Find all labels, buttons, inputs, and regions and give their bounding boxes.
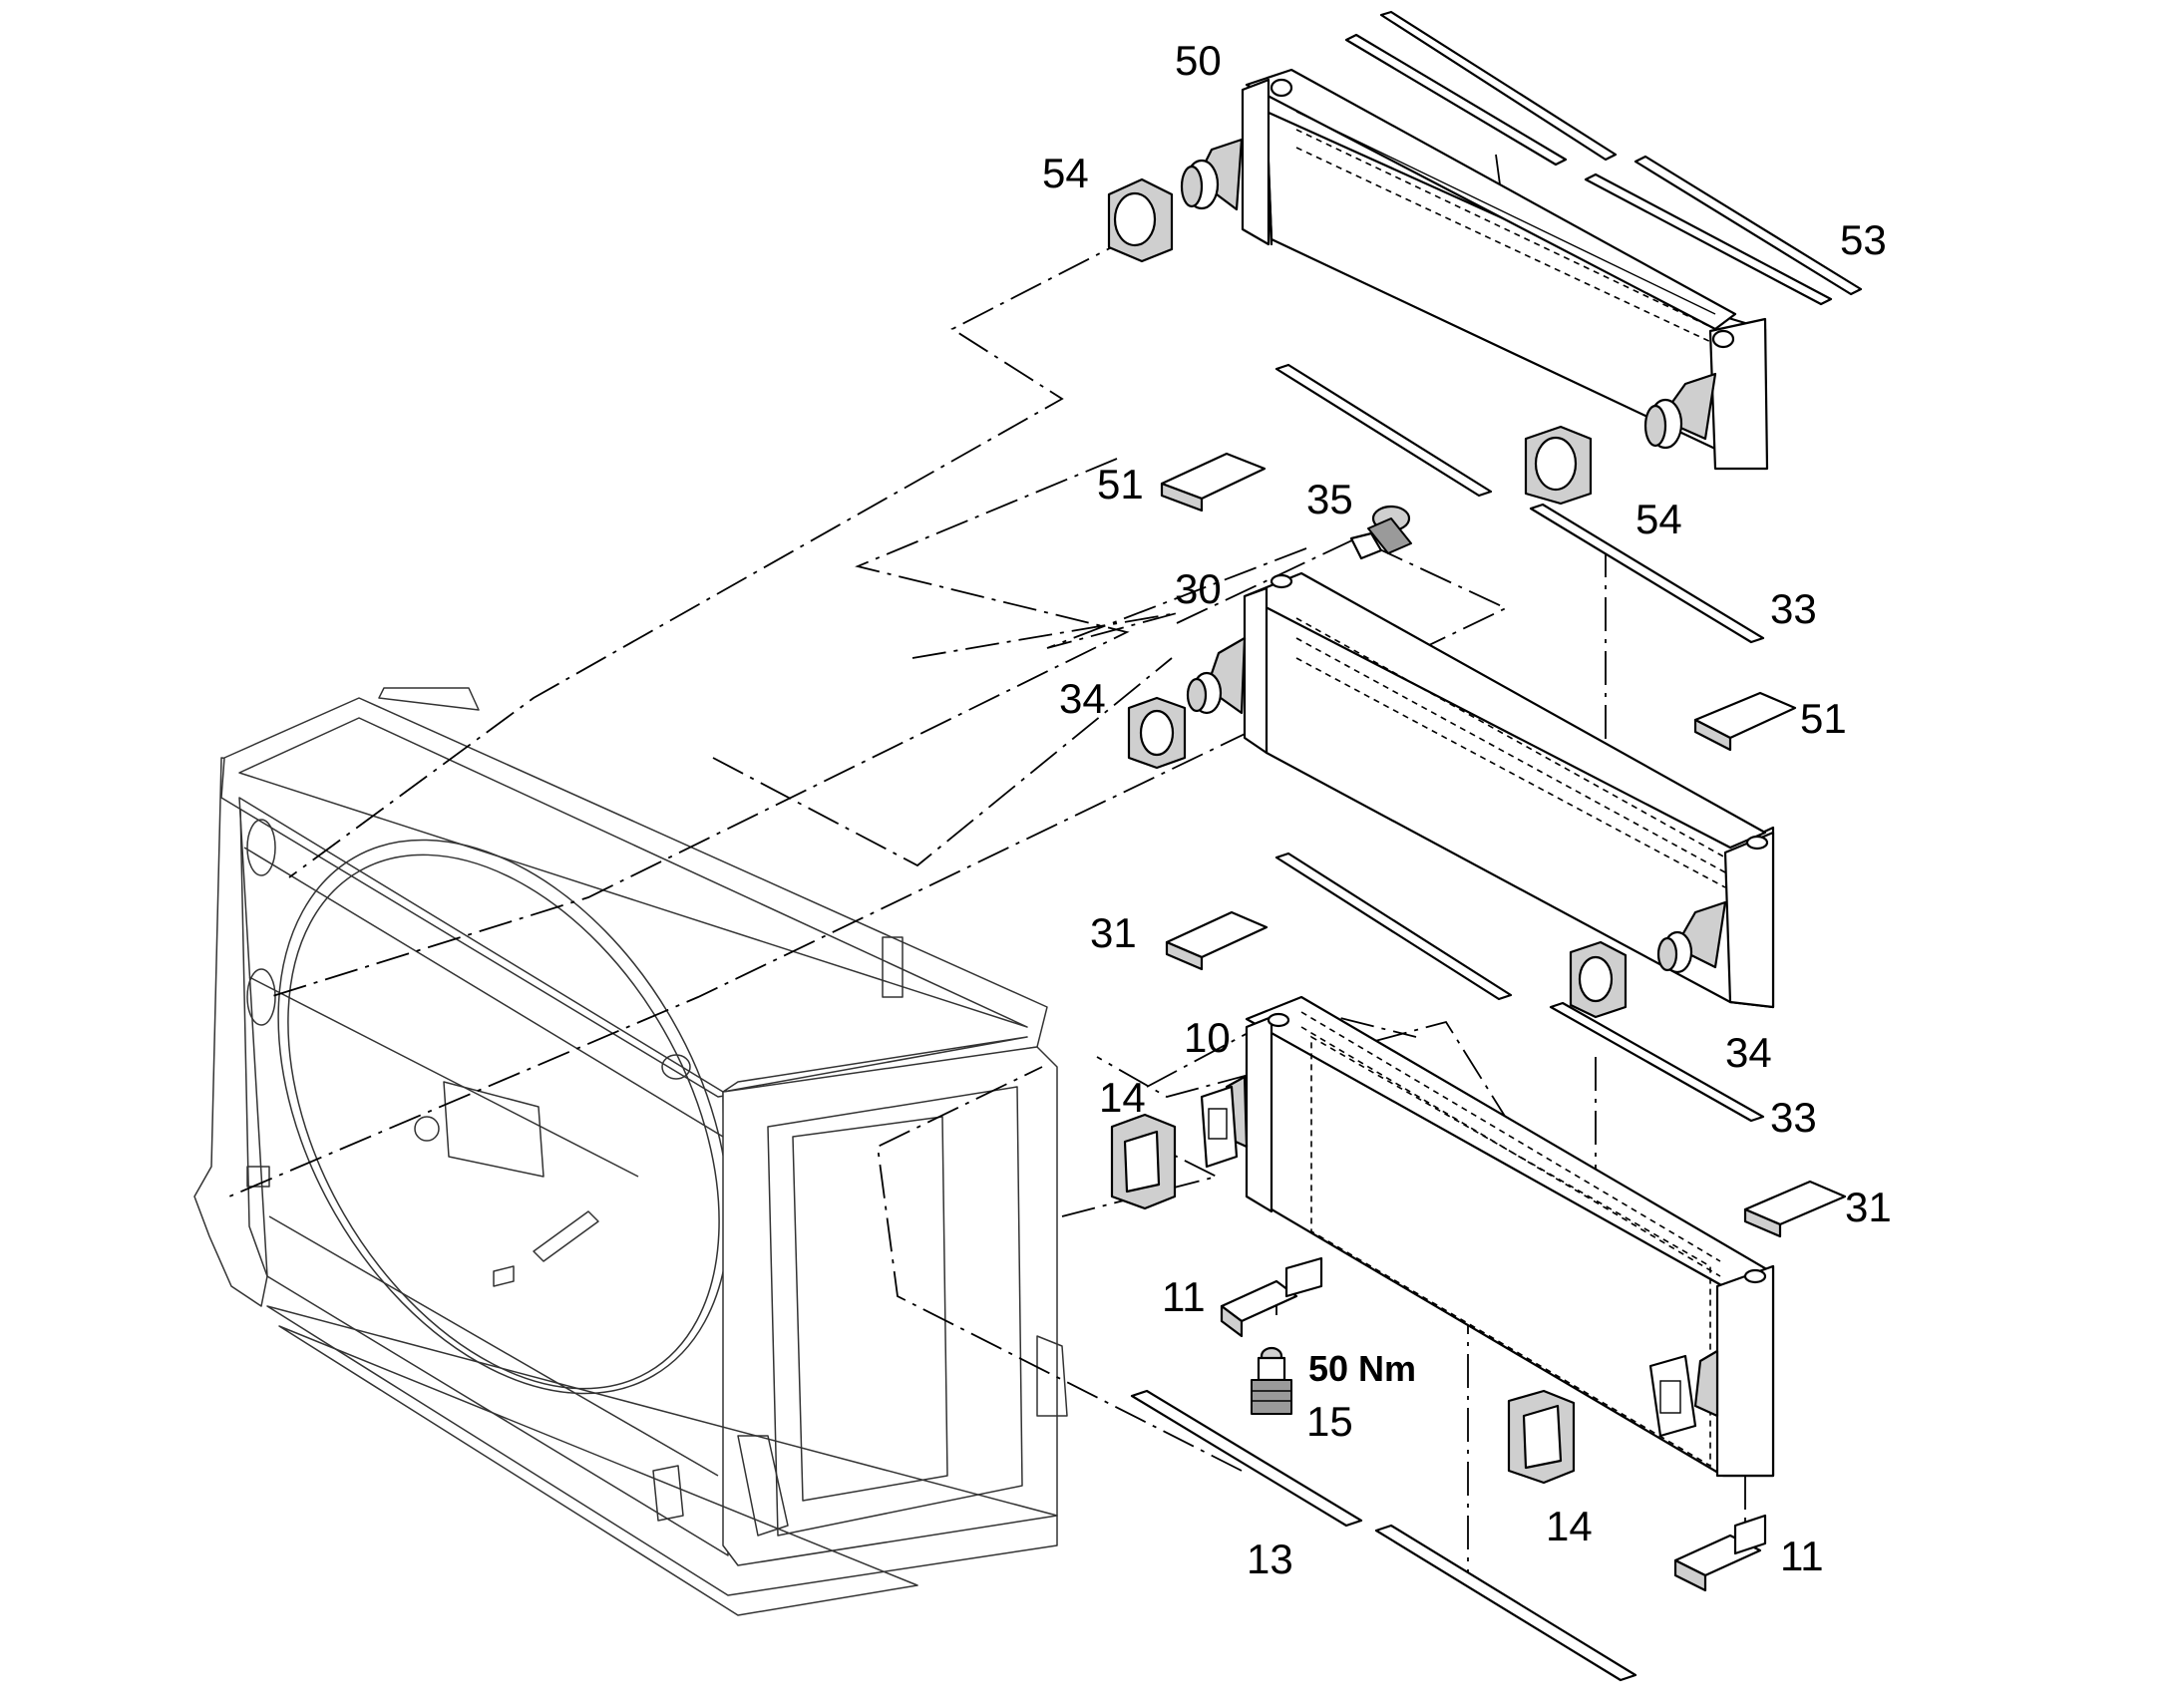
callout-54-upper: 54 [1042,150,1089,196]
seal-54-right [1524,425,1593,506]
drain-plug-15 [1251,1346,1292,1415]
callout-labels: 50 54 53 51 35 54 30 33 34 51 31 10 34 1… [1042,37,1892,1582]
cooler-50 [1180,68,1769,471]
assembly-center-lines [228,154,1746,1585]
torque-note: 50 Nm [1308,1348,1416,1389]
cooler-10 [1200,995,1775,1478]
pad-51-upper [1160,452,1267,512]
seal-34-right [1569,940,1628,1019]
gasket-14-left [1110,1113,1177,1210]
seal-strip-13 [1130,1389,1637,1682]
callout-35: 35 [1306,476,1353,522]
callout-10: 10 [1184,1014,1231,1061]
callout-33-lower: 33 [1770,1094,1817,1141]
callout-11-upper: 11 [1162,1273,1206,1320]
pad-31-lower [1743,1180,1847,1238]
callout-14-upper: 14 [1099,1074,1146,1121]
seal-strip-33-upper [1274,363,1765,644]
seal-54-left [1107,177,1174,263]
pad-51-lower [1693,691,1797,752]
callout-51-upper: 51 [1097,461,1144,508]
callout-31-upper: 31 [1090,909,1137,956]
callout-51-lower: 51 [1800,695,1847,742]
gasket-14-right [1507,1389,1576,1485]
callout-11-lower: 11 [1780,1533,1824,1579]
cooler-30 [1186,571,1775,1009]
callout-34-upper: 34 [1059,675,1106,722]
callout-33-upper: 33 [1770,585,1817,632]
callout-13: 13 [1247,1536,1293,1582]
callout-34-lower: 34 [1725,1029,1772,1076]
callout-30: 30 [1175,565,1222,612]
seal-strip-53 [1344,10,1863,306]
plug-35 [1349,505,1412,560]
seal-34-left [1127,696,1187,770]
bracket-11-right [1673,1514,1767,1592]
callout-50: 50 [1175,37,1222,84]
callout-15: 15 [1306,1398,1353,1445]
callout-54-lower: 54 [1635,496,1682,542]
seal-strip-33-lower [1274,852,1765,1123]
callout-31-lower: 31 [1845,1184,1892,1230]
pad-31-upper [1165,910,1269,971]
callout-53: 53 [1840,216,1887,263]
callout-14-lower: 14 [1546,1503,1593,1549]
radiator-frame [193,687,1068,1616]
bracket-11-left [1220,1256,1323,1338]
